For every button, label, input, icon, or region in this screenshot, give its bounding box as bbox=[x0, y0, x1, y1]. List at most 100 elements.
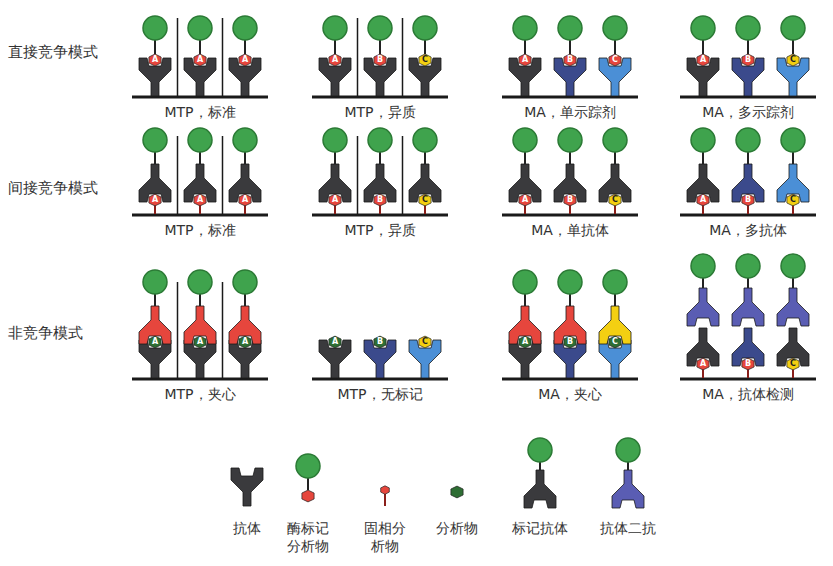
linker-stick bbox=[747, 369, 749, 378]
analyte-symbol bbox=[381, 486, 390, 495]
analyte-symbol bbox=[519, 194, 531, 206]
analyte-letter: A bbox=[700, 56, 706, 64]
analyte-letter: C bbox=[612, 56, 618, 64]
linker-stick bbox=[524, 294, 526, 306]
analyte-symbol bbox=[564, 54, 576, 66]
enzyme-label bbox=[143, 270, 167, 294]
linker-stick bbox=[614, 205, 616, 214]
analyte-symbol bbox=[787, 54, 799, 66]
analyte-symbol bbox=[609, 336, 621, 348]
analyte-symbol bbox=[787, 194, 799, 206]
linker-stick bbox=[379, 205, 381, 214]
panel-caption: MA，单抗体 bbox=[531, 222, 609, 240]
analyte-symbol bbox=[519, 54, 531, 66]
enzyme-label bbox=[296, 454, 320, 478]
legend-text: 抗体 bbox=[233, 520, 261, 538]
analyte-symbol bbox=[149, 336, 161, 348]
enzyme-label bbox=[188, 270, 212, 294]
analyte-letter: A bbox=[522, 196, 528, 204]
enzyme-label bbox=[513, 16, 537, 40]
linker-stick bbox=[199, 294, 201, 306]
row-label: 非竞争模式 bbox=[8, 324, 83, 343]
analyte-symbol bbox=[742, 194, 754, 206]
enzyme-label bbox=[513, 270, 537, 294]
enzyme-label bbox=[143, 128, 167, 152]
legend-text: 分析物 bbox=[436, 520, 478, 538]
analyte-symbol bbox=[149, 194, 161, 206]
analyte-letter: B bbox=[377, 196, 383, 204]
enzyme-label bbox=[781, 128, 805, 152]
analyte-symbol bbox=[697, 358, 709, 370]
linker-stick bbox=[307, 478, 309, 490]
analyte-symbol bbox=[194, 54, 206, 66]
enzyme-label bbox=[368, 128, 392, 152]
legend-text: 标记抗体 bbox=[512, 520, 568, 538]
analyte-symbol bbox=[419, 336, 431, 348]
enzyme-label bbox=[528, 438, 552, 462]
linker-stick bbox=[747, 205, 749, 214]
analyte-letter: A bbox=[242, 338, 248, 346]
linker-stick bbox=[539, 462, 541, 470]
analyte-symbol bbox=[419, 194, 431, 206]
enzyme-label bbox=[603, 128, 627, 152]
linker-stick bbox=[614, 152, 616, 164]
well-separator bbox=[402, 18, 404, 96]
analyte-symbol bbox=[329, 54, 341, 66]
analyte-letter: A bbox=[152, 56, 158, 64]
well-separator bbox=[177, 282, 179, 378]
analyte-symbol bbox=[787, 358, 799, 370]
analyte-letter: A bbox=[522, 56, 528, 64]
linker-stick bbox=[334, 40, 336, 54]
analyte-letter: A bbox=[332, 56, 338, 64]
well-separator bbox=[402, 136, 404, 214]
row-label: 间接竞争模式 bbox=[8, 179, 98, 198]
linker-stick bbox=[199, 152, 201, 164]
analyte-symbol bbox=[194, 336, 206, 348]
analyte-letter: B bbox=[567, 56, 573, 64]
analyte-symbol bbox=[329, 194, 341, 206]
linker-stick bbox=[424, 40, 426, 54]
linker-stick bbox=[792, 369, 794, 378]
linker-stick bbox=[154, 294, 156, 306]
analyte-symbol bbox=[742, 358, 754, 370]
legend-text: 抗体二抗 bbox=[600, 520, 656, 538]
analyte-symbol bbox=[742, 54, 754, 66]
analyte-letter: C bbox=[422, 338, 428, 346]
analyte-symbol bbox=[697, 54, 709, 66]
linker-stick bbox=[154, 40, 156, 54]
linker-stick bbox=[792, 205, 794, 214]
analyte-letter: B bbox=[567, 338, 573, 346]
analyte-symbol bbox=[374, 336, 386, 348]
analyte-symbol bbox=[329, 336, 341, 348]
linker-stick bbox=[792, 152, 794, 164]
antibody-symbol bbox=[687, 288, 719, 326]
enzyme-label bbox=[188, 16, 212, 40]
analyte-letter: B bbox=[377, 56, 383, 64]
enzyme-label bbox=[603, 270, 627, 294]
analyte-symbol bbox=[609, 54, 621, 66]
well-separator bbox=[222, 18, 224, 96]
linker-stick bbox=[747, 152, 749, 164]
linker-stick bbox=[614, 294, 616, 306]
analyte-letter: C bbox=[790, 196, 796, 204]
linker-stick bbox=[747, 278, 749, 288]
analyte-letter: B bbox=[567, 196, 573, 204]
linker-stick bbox=[702, 278, 704, 288]
enzyme-label bbox=[736, 254, 760, 278]
analyte-letter: A bbox=[700, 360, 706, 368]
linker-stick bbox=[524, 40, 526, 54]
analyte-letter: C bbox=[790, 360, 796, 368]
linker-stick bbox=[244, 152, 246, 164]
enzyme-label bbox=[233, 128, 257, 152]
antibody-symbol bbox=[732, 288, 764, 326]
linker-stick bbox=[627, 462, 629, 470]
linker-stick bbox=[524, 152, 526, 164]
linker-stick bbox=[702, 40, 704, 54]
analyte-letter: B bbox=[745, 56, 751, 64]
enzyme-label bbox=[368, 16, 392, 40]
linker-stick bbox=[424, 205, 426, 214]
analyte-symbol bbox=[519, 336, 531, 348]
analyte-symbol bbox=[302, 490, 314, 502]
